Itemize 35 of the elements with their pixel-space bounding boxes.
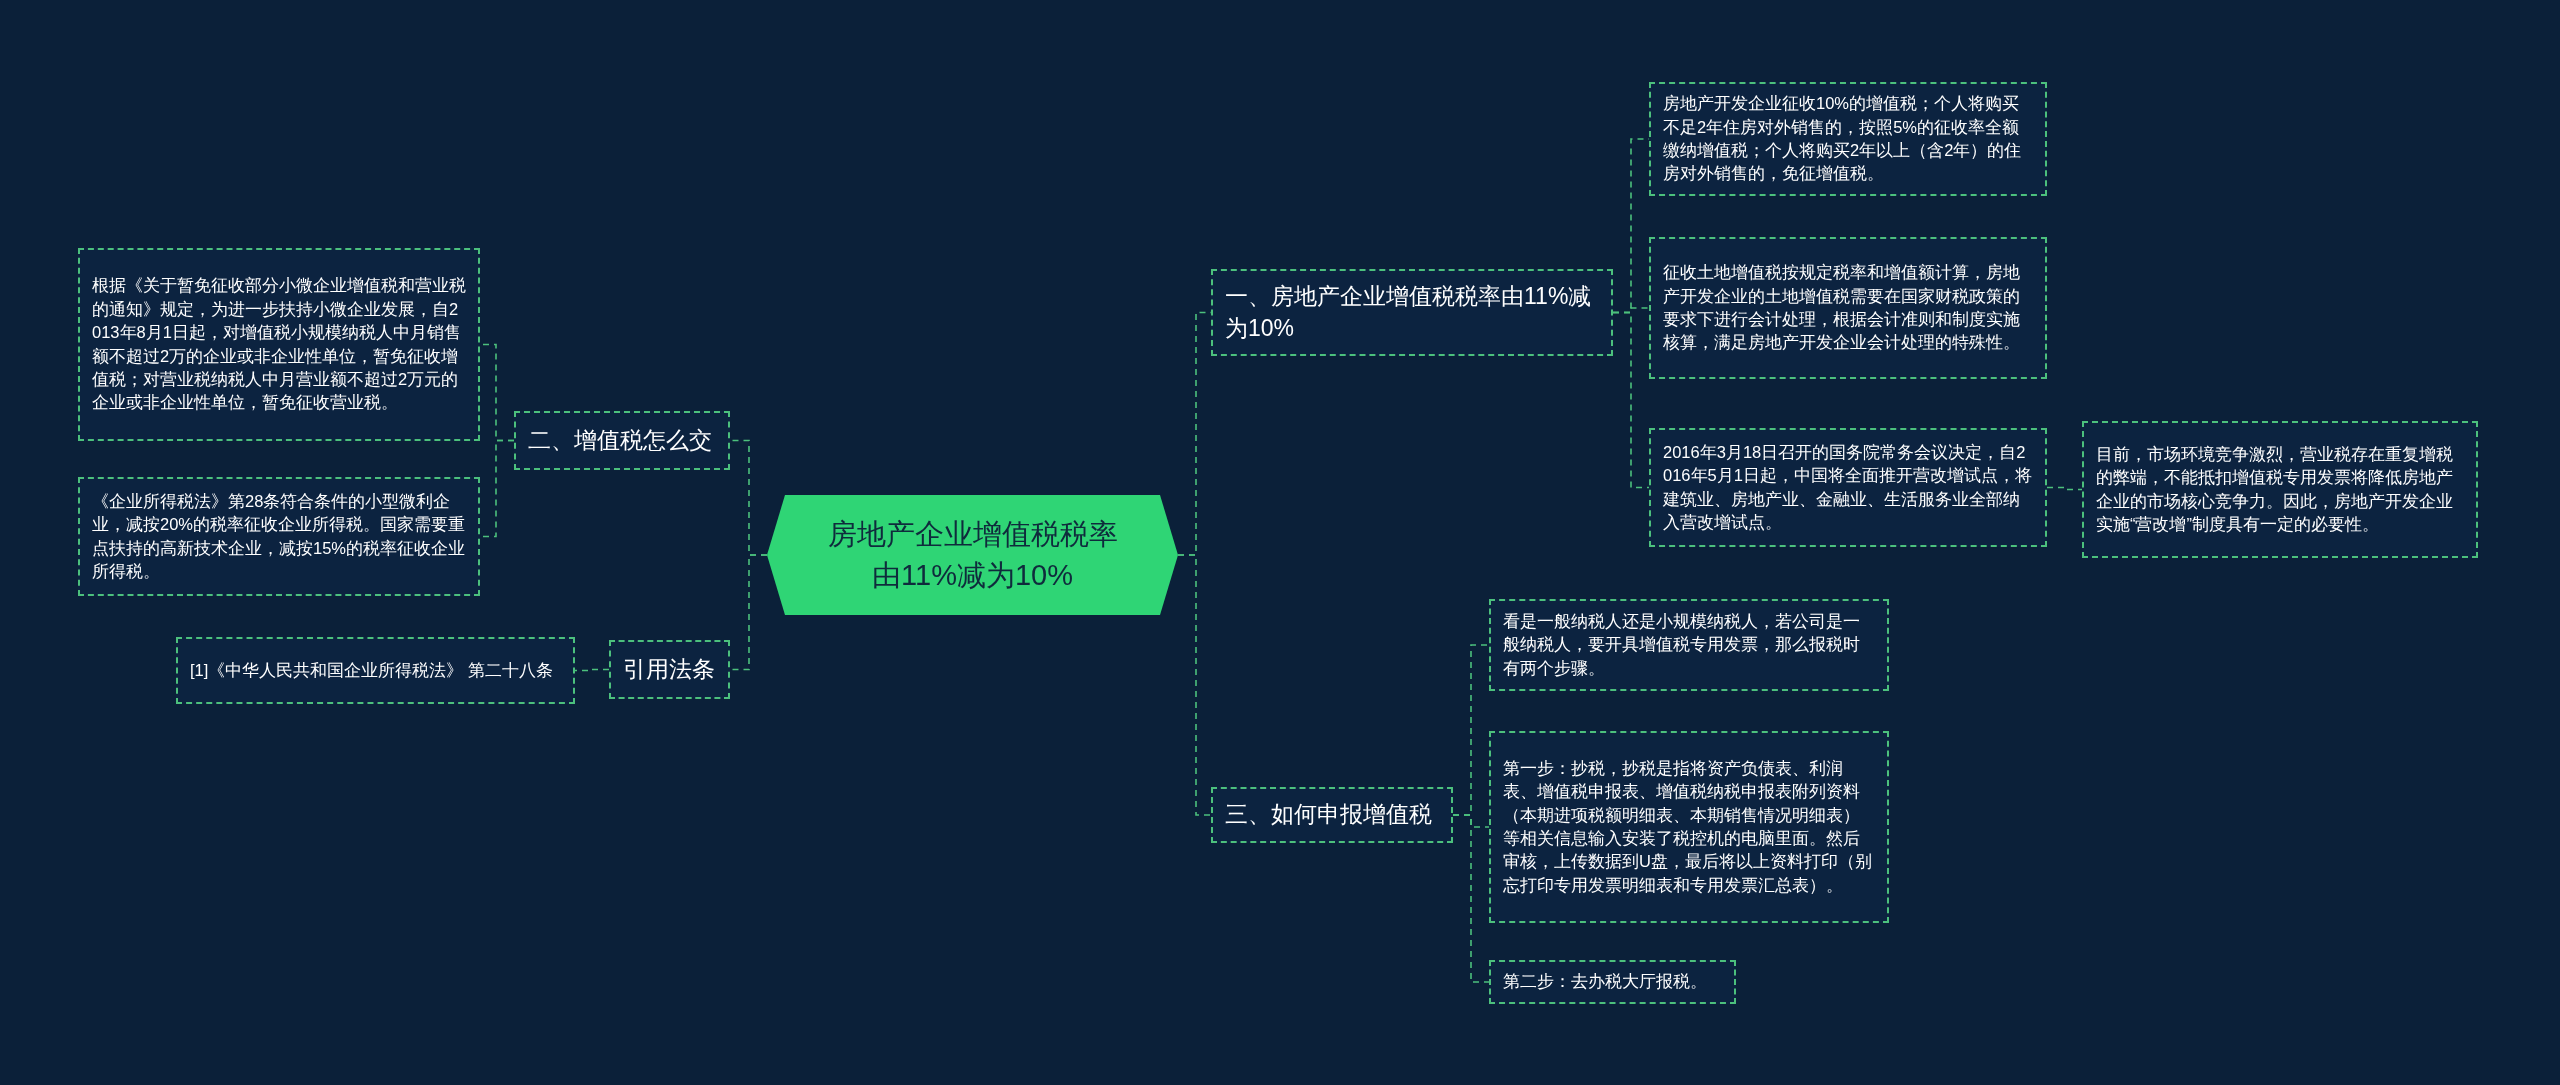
topic-box: [1211, 269, 1613, 356]
note-text: 2016年3月18日召开的国务院常务会议决定，自2016年5月1日起，中国将全面推开营改增试点，将建筑业、房地产业、金融业、生活服务业全部纳入营改增试点。: [1663, 441, 2033, 533]
topic-box: [609, 640, 730, 699]
note-box: [78, 477, 480, 596]
note-box: [1649, 82, 2047, 196]
note-text: 目前，市场环境竞争激烈，营业税存在重复增税的弊端，不能抵扣增值税专用发票将降低房地产企业的市场核心竞争力。因此，房地产开发企业实施“营改增”制度具有一定的必要性。: [2096, 443, 2454, 535]
topic-box: [514, 411, 730, 470]
note-box: [1489, 599, 1889, 691]
note-text: 征收土地增值税按规定税率和增值额计算，房地产开发企业的土地增值税需要在国家财税政策的要求下进行会计处理，根据会计准则和制度实施核算，满足房地产开发企业会计处理的特殊性。: [1663, 262, 2021, 354]
note-box: [1489, 960, 1736, 1004]
connector-line: [1177, 554, 1212, 816]
note-box: [176, 637, 575, 704]
note-box: [1489, 731, 1889, 923]
topic-text: 三、如何申报增值税: [1225, 800, 1433, 830]
topic-text: 二、增值税怎么交: [528, 425, 713, 455]
note-box: [78, 248, 480, 441]
topic-text: 一、房地产企业增值税税率由11%减为10%: [1225, 282, 1593, 343]
note-text: [1]《中华人民共和国企业所得税法》 第二十八条: [190, 659, 554, 681]
note-text: 《企业所得税法》第28条符合条件的小型微利企业，减按20%的税率征收企业所得税。国家需要重点扶持的高新技术企业，减按15%的税率征收企业所得税。: [92, 490, 466, 582]
note-box: [1649, 428, 2047, 547]
connector-line: [1612, 311, 1650, 489]
note-box: [1649, 237, 2047, 379]
note-text: 看是一般纳税人还是小规模纳税人，若公司是一般纳税人，要开具增值税专用发票，那么报税时有两个步骤。: [1503, 610, 1861, 679]
note-text: 第二步：去办税大厅报税。: [1503, 971, 1708, 993]
connector-line: [574, 668, 610, 672]
note-box: [2082, 421, 2478, 558]
topic-box: [1211, 787, 1453, 843]
topic-text: 引用法条: [623, 654, 716, 684]
central-topic-text: 房地产企业增值税税率由11%减为10%: [826, 517, 1119, 593]
note-text: 房地产开发企业征收10%的增值税；个人将购买不足2年住房对外销售的，按照5%的征收率全额缴纳增值税；个人将购买2年以上（含2年）的住房对外销售的，免征增值税。: [1663, 93, 2023, 185]
connector-line: [1452, 814, 1490, 983]
connector-line: [2046, 486, 2083, 491]
central-topic-hexagon: [767, 495, 1178, 615]
note-text: 第一步：抄税，抄税是指将资产负债表、利润表、增值税申报表、增值税纳税申报表附列资料（本期进项税额明细表、本期销售情况明细表）等相关信息输入安装了税控机的电脑里面。然后审核，上传数据到U盘，最后将以上资料打印（别忘打印专用发票明细表和专用发票汇总表）。: [1503, 757, 1873, 896]
note-text: 根据《关于暂免征收部分小微企业增值税和营业税的通知》规定，为进一步扶持小微企业发展，自2013年8月1日起，对增值税小规模纳税人中月销售额不超过2万的企业或非企业性单位，暂免征收增值税；对营业税纳税人中月营业额不超过2万元的企业或非企业性单位，暂免征收营业税。: [92, 275, 466, 414]
